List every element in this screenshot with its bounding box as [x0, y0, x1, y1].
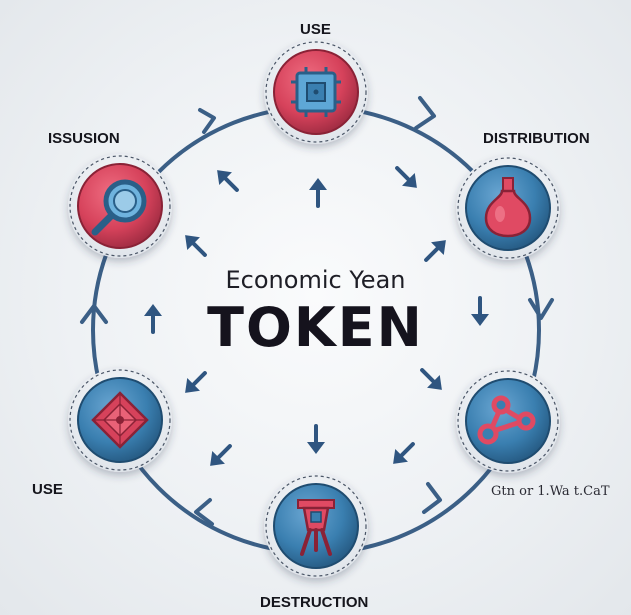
ring-chevron	[80, 304, 108, 324]
ring-chevron	[414, 96, 436, 130]
node-use-left	[68, 368, 172, 472]
flask-icon	[484, 177, 532, 238]
arrow-icon	[393, 442, 415, 464]
node-distribution	[456, 156, 560, 260]
label-distribution: DISTRIBUTION	[483, 130, 590, 147]
arrow-icon	[217, 170, 239, 192]
arrow-icon	[144, 304, 162, 334]
ring-chevron	[528, 298, 554, 320]
inner-arrows	[144, 166, 489, 466]
drill-rig-icon	[297, 499, 335, 556]
diamond-icon	[91, 391, 149, 449]
arrow-icon	[309, 178, 327, 208]
chip-icon	[291, 67, 341, 117]
node-destruction	[264, 474, 368, 578]
label-lower-right: Gtn or 1.Wa t.CaT	[491, 484, 610, 499]
magnifier-icon	[91, 179, 147, 236]
label-use-top: USE	[300, 21, 331, 38]
node-issusion	[68, 154, 172, 258]
label-destruction: DESTRUCTION	[260, 594, 369, 611]
label-issusion: ISSUSION	[48, 130, 120, 147]
center-title: TOKEN	[207, 296, 424, 359]
arrow-icon	[424, 240, 446, 262]
ring-chevron	[194, 498, 214, 526]
molecule-icon	[477, 395, 536, 445]
arrow-icon	[185, 371, 207, 393]
label-use-left: USE	[32, 481, 63, 498]
ring-chevron	[198, 108, 216, 134]
arrow-icon	[307, 424, 325, 454]
arrow-icon	[420, 368, 442, 390]
ring-chevron	[422, 482, 442, 514]
arrow-icon	[471, 296, 489, 326]
arrow-icon	[185, 235, 207, 257]
arrow-icon	[210, 444, 232, 466]
arrow-icon	[395, 166, 417, 188]
cycle-chevrons	[80, 96, 554, 526]
center-subtitle: Economic Yean	[225, 266, 406, 294]
node-lower-right	[456, 369, 560, 473]
node-use-top	[264, 40, 368, 144]
